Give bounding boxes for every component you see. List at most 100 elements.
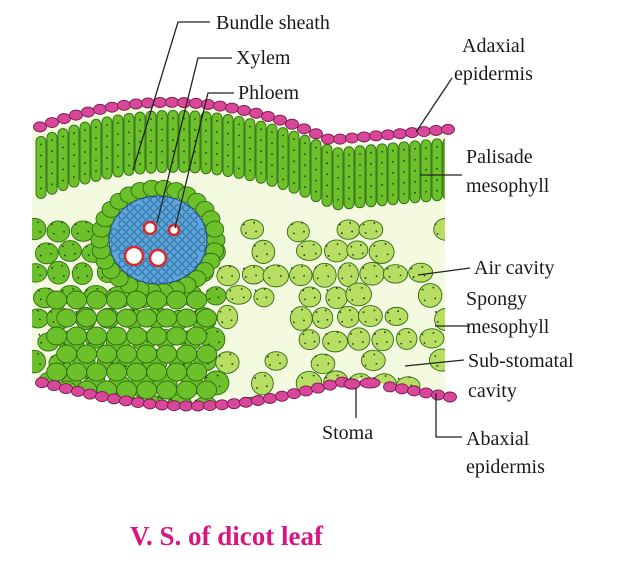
chloroplast-dot — [370, 184, 372, 187]
label-phloem: Phloem — [238, 82, 300, 104]
chloroplast-dot — [348, 264, 351, 267]
chloroplast-dot — [436, 156, 438, 159]
palisade-cell — [112, 114, 124, 178]
chloroplast-dot — [400, 342, 403, 345]
phloem-cell — [182, 268, 190, 276]
palisade-cell — [101, 116, 113, 180]
chloroplast-dot — [39, 363, 41, 366]
chloroplast-dot — [386, 267, 389, 270]
phloem-cell — [158, 268, 166, 276]
chloroplast-dot — [359, 185, 361, 188]
chloroplast-dot — [349, 288, 352, 291]
chloroplast-dot — [337, 198, 339, 201]
chloroplast-dot — [315, 168, 317, 171]
chloroplast-dot — [229, 265, 232, 268]
chloroplast-dot — [304, 407, 306, 409]
chloroplast-dot — [128, 131, 130, 134]
chloroplast-dot — [255, 255, 258, 258]
abaxial-epidermis-cell — [167, 400, 181, 412]
palisade-cell — [310, 139, 322, 203]
chloroplast-dot — [254, 244, 256, 247]
phloem-cell — [118, 236, 126, 244]
ground-cell — [86, 326, 108, 346]
chloroplast-dot — [314, 398, 317, 401]
palisade-cell — [376, 143, 388, 207]
chloroplast-dot — [350, 275, 353, 278]
chloroplast-dot — [150, 162, 152, 165]
chloroplast-dot — [399, 274, 402, 277]
palisade-cell — [442, 137, 445, 201]
phloem-cell — [166, 236, 174, 244]
ground-cell — [196, 380, 218, 400]
ground-cell — [126, 290, 148, 310]
chloroplast-dot — [255, 274, 257, 277]
chloroplast-dot — [218, 355, 221, 357]
chloroplast-dot — [87, 230, 90, 233]
spongy-cell — [289, 306, 313, 331]
chloroplast-dot — [73, 143, 75, 146]
adaxial-epidermis-cell — [117, 99, 131, 111]
chloroplast-dot — [217, 296, 220, 299]
adaxial-epidermis-cell — [213, 100, 227, 112]
chloroplast-dot — [27, 312, 29, 314]
phloem-cell — [134, 268, 142, 276]
chloroplast-dot — [304, 164, 306, 167]
phloem-cell — [174, 212, 182, 220]
chloroplast-dot — [111, 407, 113, 409]
chloroplast-dot — [350, 318, 353, 321]
palisade-cell — [211, 112, 223, 176]
chloroplast-dot — [313, 340, 316, 343]
chloroplast-dot — [40, 187, 42, 190]
chloroplast-dot — [302, 289, 305, 292]
chloroplast-dot — [436, 364, 439, 367]
spongy-cell — [32, 308, 50, 329]
spongy-cell — [225, 285, 252, 305]
abaxial-epidermis-cell — [263, 393, 277, 404]
chloroplast-dot — [397, 396, 400, 399]
ground-cell — [176, 308, 198, 328]
chloroplast-dot — [219, 267, 221, 270]
abaxial-epidermis-cell — [323, 379, 337, 391]
palisade-cell — [156, 110, 168, 173]
spongy-cell — [408, 262, 434, 283]
chloroplast-dot — [292, 276, 295, 279]
phloem-cell — [142, 236, 150, 244]
chloroplast-dot — [29, 320, 31, 322]
adaxial-epidermis-cell — [417, 126, 431, 137]
phloem-cell — [134, 204, 142, 212]
chloroplast-dot — [388, 410, 390, 412]
chloroplast-dot — [436, 167, 438, 170]
chloroplast-dot — [96, 287, 99, 290]
chloroplast-dot — [301, 396, 304, 399]
chloroplast-dot — [194, 140, 196, 142]
spongy-cell — [298, 286, 322, 308]
spongy-cell — [295, 240, 323, 261]
chloroplast-dot — [95, 148, 97, 151]
chloroplast-dot — [291, 310, 293, 313]
phloem-cell — [166, 260, 174, 268]
phloem-cell — [110, 236, 118, 244]
chloroplast-dot — [313, 296, 316, 299]
chloroplast-dot — [268, 277, 271, 279]
chloroplast-dot — [243, 223, 245, 226]
spongy-cell — [47, 394, 71, 406]
chloroplast-dot — [317, 409, 319, 411]
chloroplast-dot — [301, 245, 304, 248]
chloroplast-dot — [244, 276, 247, 278]
phloem-cell — [198, 244, 206, 252]
chloroplast-dot — [74, 223, 77, 226]
phloem-cell — [126, 204, 134, 212]
spongy-cell — [240, 219, 264, 240]
chloroplast-dot — [446, 353, 448, 355]
phloem-cell — [182, 212, 190, 220]
label-bundle-sheath: Bundle sheath — [216, 12, 330, 34]
chloroplast-dot — [139, 163, 141, 165]
chloroplast-dot — [128, 153, 130, 156]
bundle-sheath-cell — [205, 220, 225, 238]
phloem-cell — [134, 236, 142, 244]
adaxial-epidermis-cell — [69, 109, 83, 121]
spongy-cell — [337, 262, 359, 287]
spongy-cell — [434, 308, 445, 331]
chloroplast-dot — [39, 231, 42, 233]
